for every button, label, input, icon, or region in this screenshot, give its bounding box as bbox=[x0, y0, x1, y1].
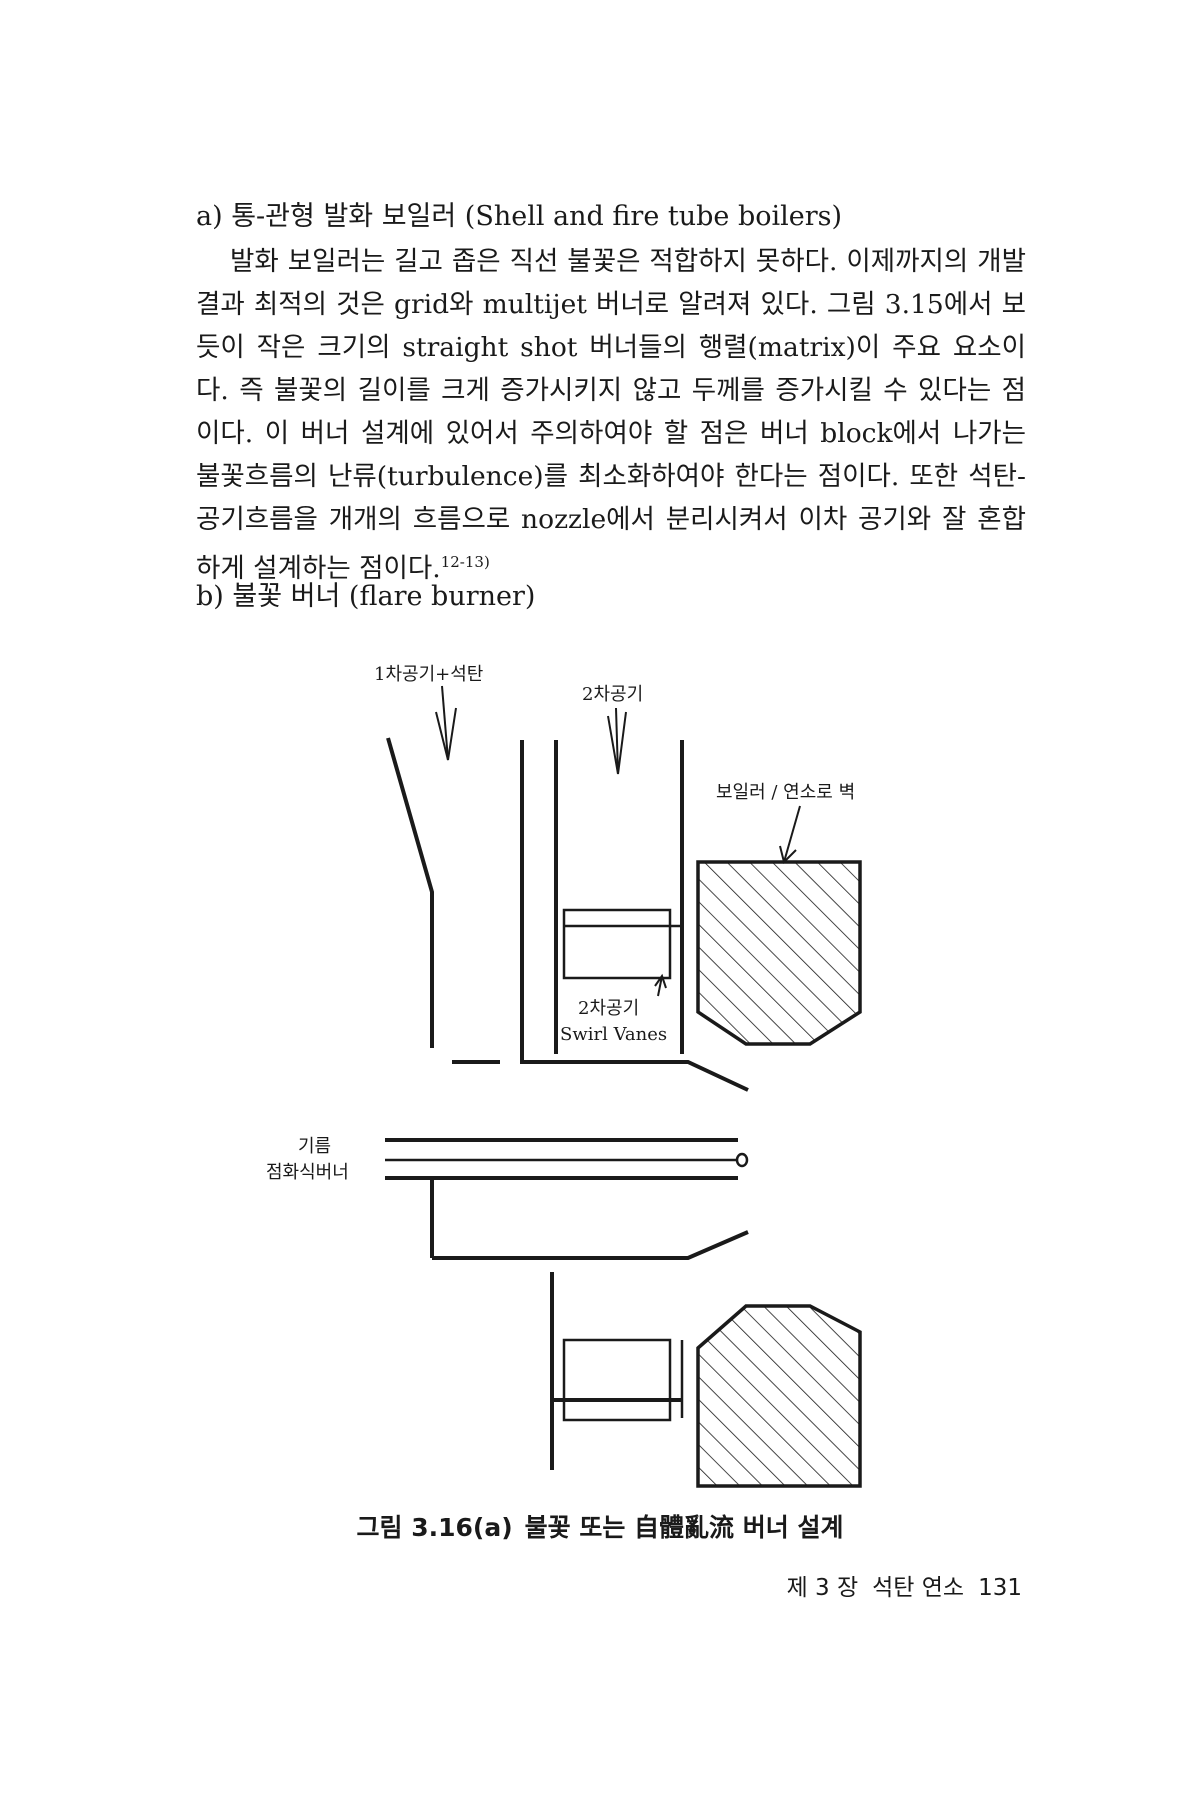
label-primary-air-coal: 1차공기+석탄 bbox=[374, 664, 483, 685]
section-a-paragraph: 발화 보일러는 길고 좁은 직선 불꽃은 적합하지 못하다. 이제까지의 개발 … bbox=[196, 240, 1026, 590]
section-b-heading: b) 불꽃 버너 (flare burner) bbox=[196, 581, 536, 612]
caption-text: 불꽃 또는 自體亂流 버너 설계 bbox=[524, 1513, 844, 1542]
footer-chapter: 제 3 장 bbox=[786, 1575, 859, 1601]
arrow-swirl-vanes bbox=[654, 973, 667, 997]
arrow-secondary-air bbox=[607, 707, 627, 775]
paragraph-text: 발화 보일러는 길고 좁은 직선 불꽃은 적합하지 못하다. 이제까지의 개발 … bbox=[196, 246, 1026, 584]
page-number: 131 bbox=[978, 1575, 1022, 1601]
swirl-vanes-lower bbox=[552, 1338, 684, 1422]
label-boiler-wall: 보일러 / 연소로 벽 bbox=[716, 782, 855, 803]
figure-caption: 그림 3.16(a) 불꽃 또는 自體亂流 버너 설계 bbox=[0, 1508, 1200, 1544]
label-swirl-english: Swirl Vanes bbox=[560, 1024, 667, 1045]
boiler-wall-lower bbox=[696, 1304, 862, 1488]
label-secondary-air: 2차공기 bbox=[582, 684, 643, 705]
page-footer: 제 3 장 석탄 연소 131 bbox=[773, 1568, 1022, 1602]
reference-superscript: 12-13) bbox=[440, 553, 490, 571]
section-a-heading: a) 통-관형 발화 보일러 (Shell and fire tube boil… bbox=[196, 201, 843, 232]
arrow-primary-air bbox=[435, 685, 457, 761]
burner-outline bbox=[385, 737, 749, 1470]
boiler-wall-upper bbox=[696, 860, 862, 1046]
label-igniter-line1: 기름 bbox=[298, 1136, 331, 1157]
arrow-boiler-wall bbox=[779, 805, 801, 864]
label-swirl-korean: 2차공기 bbox=[578, 998, 639, 1019]
footer-title: 석탄 연소 bbox=[872, 1575, 965, 1601]
igniter-tip bbox=[735, 1152, 749, 1168]
caption-number: 그림 3.16(a) bbox=[356, 1513, 513, 1542]
swirl-vanes-upper bbox=[562, 908, 682, 980]
label-igniter-line2: 점화식버너 bbox=[266, 1162, 349, 1183]
